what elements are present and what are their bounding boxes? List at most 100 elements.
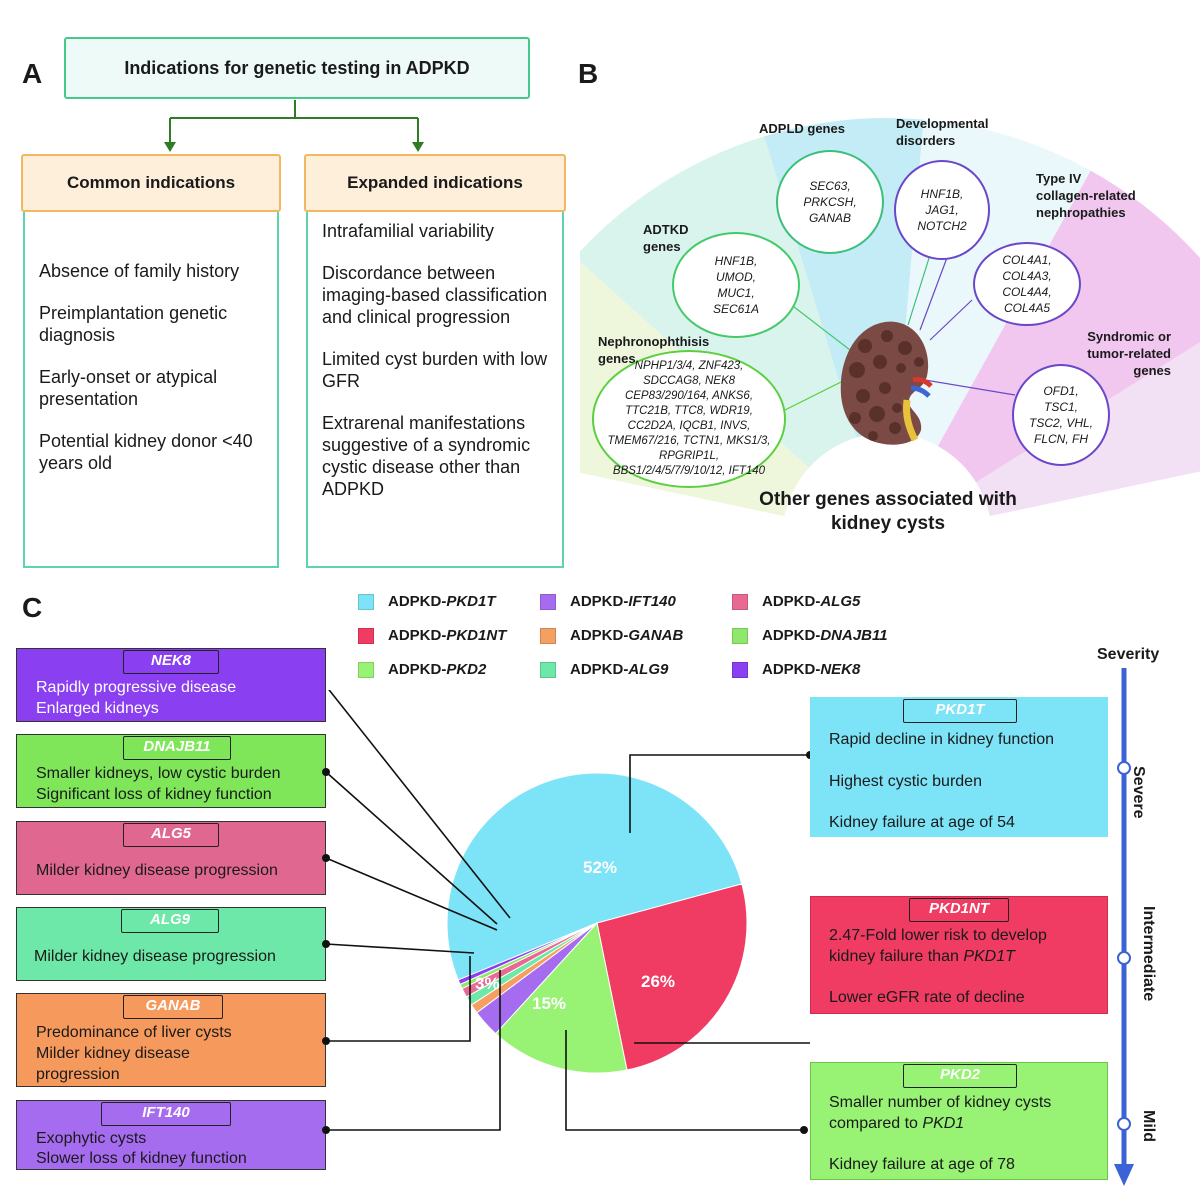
legend-gene: NEK8 [820, 661, 861, 678]
pie-label-pkd1nt: 26% [641, 972, 676, 991]
phenotype-box-nek8: NEK8 Rapidly progressive disease Enlarge… [16, 648, 326, 722]
legend-prefix: ADPKD- [388, 593, 447, 610]
legend-gene: PKD1NT [446, 627, 507, 644]
legend-swatch [540, 627, 556, 644]
phenotype-line: kidney failure than PKD1T [829, 946, 1015, 967]
phenotype-tag: ALG5 [123, 823, 219, 847]
phenotype-line: Smaller kidneys, low cystic burden [36, 765, 281, 782]
legend-item-pkd1nt: ADPKD-PKD1NT [358, 627, 506, 644]
legend-item-dnajb11: ADPKD-DNAJB11 [732, 627, 888, 644]
expanded-indication-item: Extrarenal manifestations suggestive of … [322, 413, 531, 499]
legend-prefix: ADPKD- [570, 661, 629, 678]
phenotype-tag: PKD1NT [909, 898, 1009, 922]
phenotype-box-pkd1nt: PKD1NT 2.47-Fold lower risk to develop k… [810, 896, 1108, 1014]
phenotype-line: Significant loss of kidney function [36, 786, 272, 803]
common-indication-item: Preimplantation genetic diagnosis [39, 303, 228, 345]
pie-slice-pkd1t [446, 772, 743, 981]
phenotype-text: kidney failure than [829, 948, 964, 965]
category-label-syndromic: Syndromic or tumor-related genes [1087, 329, 1171, 378]
pie-slice-nek8 [457, 922, 598, 985]
phenotype-tag: IFT140 [101, 1102, 231, 1126]
legend-prefix: ADPKD- [570, 593, 629, 610]
pie-label-pkd2: 15% [532, 994, 567, 1013]
legend-item-nek8: ADPKD-NEK8 [732, 661, 860, 678]
kidney-illustration [840, 321, 933, 445]
phenotype-line: Lower eGFR rate of decline [829, 989, 1025, 1006]
common-indications-list: Absence of family history Preimplantatio… [23, 212, 279, 568]
legend-item-pkd2: ADPKD-PKD2 [358, 661, 486, 678]
legend-prefix: ADPKD- [762, 627, 821, 644]
phenotype-tag: DNAJB11 [123, 736, 231, 760]
legend-swatch [358, 661, 374, 678]
legend-prefix: ADPKD- [388, 661, 447, 678]
panel-a-title: Indications for genetic testing in ADPKD [64, 37, 530, 99]
category-label-collagen: Type IV collagen-related nephropathies [1036, 171, 1136, 220]
gene-circle-developmental: HNF1B, JAG1, NOTCH2 [894, 160, 990, 260]
legend-prefix: ADPKD- [388, 627, 447, 644]
phenotype-line: Milder kidney disease progression [34, 948, 276, 965]
pie-slice-pkd2 [494, 921, 628, 1074]
common-indication-item: Potential kidney donor <40 years old [39, 431, 253, 473]
legend-gene: IFT140 [628, 593, 676, 610]
gene-circle-collagen: COL4A1, COL4A3, COL4A4, COL4A5 [973, 242, 1081, 326]
phenotype-gene: PKD1T [963, 948, 1015, 965]
phenotype-box-pkd1t: PKD1T Rapid decline in kidney function H… [810, 697, 1108, 837]
severity-level-severe: Severe [1130, 766, 1147, 819]
legend-gene: GANAB [628, 627, 684, 644]
phenotype-tag: NEK8 [123, 650, 219, 674]
legend-swatch [732, 661, 748, 678]
phenotype-box-alg9: ALG9 Milder kidney disease progression [16, 907, 326, 981]
phenotype-line: Enlarged kidneys [36, 700, 159, 717]
category-label-adtkd: ADTKD genes [643, 222, 689, 254]
gene-circle-syndromic: OFD1, TSC1, TSC2, VHL, FLCN, FH [1012, 364, 1110, 466]
phenotype-text: compared to [829, 1115, 923, 1132]
phenotype-line: Rapid decline in kidney function [829, 731, 1055, 748]
phenotype-line: Predominance of liver cysts [36, 1024, 232, 1041]
phenotype-box-ganab: GANAB Predominance of liver cysts Milder… [16, 993, 326, 1087]
legend-swatch [540, 593, 556, 610]
phenotype-box-alg5: ALG5 Milder kidney disease progression [16, 821, 326, 895]
legend-prefix: ADPKD- [570, 627, 629, 644]
phenotype-tag: GANAB [123, 995, 223, 1019]
phenotype-line: Slower loss of kidney function [36, 1150, 247, 1167]
gene-circle-adpld: SEC63, PRKCSH, GANAB [776, 150, 884, 254]
phenotype-gene: PKD1 [922, 1115, 965, 1132]
legend-gene: ALG5 [820, 593, 861, 610]
category-label-adpld: ADPLD genes [759, 121, 845, 136]
phenotype-line: Milder kidney disease [36, 1045, 190, 1062]
panel-letter-b: B [578, 58, 599, 89]
severity-level-intermediate: Intermediate [1140, 906, 1157, 1002]
gene-circle-nephronophthisis: NPHP1/3/4, ZNF423, SDCCAG8, NEK8 CEP83/2… [592, 350, 786, 488]
expanded-indications-list: Intrafamilial variability Discordance be… [306, 212, 564, 568]
expanded-indications-heading: Expanded indications [304, 154, 566, 212]
phenotype-line: Smaller number of kidney cysts [829, 1094, 1052, 1111]
phenotype-line: Exophytic cysts [36, 1130, 147, 1147]
phenotype-line: compared to PKD1 [829, 1113, 964, 1134]
severity-arrow [1114, 668, 1134, 1186]
phenotype-line: Rapidly progressive disease [36, 679, 237, 696]
phenotype-tag: ALG9 [121, 909, 219, 933]
panel-b-center-title: Other genes associated with kidney cysts [759, 489, 1017, 534]
legend-item-alg5: ADPKD-ALG5 [732, 593, 860, 610]
legend-item-ganab: ADPKD-GANAB [540, 627, 683, 644]
pie-label-ift140: 3% [475, 974, 500, 993]
common-indications-heading: Common indications [21, 154, 281, 212]
panel-a-connector-arrows [164, 100, 424, 152]
gene-circle-adtkd: HNF1B, UMOD, MUC1, SEC61A [672, 232, 800, 338]
expanded-indication-item: Limited cyst burden with low GFR [322, 349, 548, 391]
legend-prefix: ADPKD- [762, 593, 821, 610]
legend-gene: PKD1T [446, 593, 496, 610]
phenotype-line: Milder kidney disease progression [36, 862, 278, 879]
common-indication-item: Early-onset or atypical presentation [39, 367, 218, 409]
pie-chart [322, 690, 810, 1134]
phenotype-tag: PKD1T [903, 699, 1017, 723]
expanded-indication-item: Intrafamilial variability [322, 221, 495, 241]
connector-lines [325, 690, 810, 1131]
legend-item-ift140: ADPKD-IFT140 [540, 593, 676, 610]
category-label-developmental: Developmental disorders [896, 116, 989, 148]
phenotype-box-ift140: IFT140 Exophytic cysts Slower loss of ki… [16, 1100, 326, 1170]
phenotype-line: 2.47-Fold lower risk to develop [829, 927, 1047, 944]
pie-slice-pkd1nt [596, 883, 748, 1071]
legend-gene: PKD2 [446, 661, 487, 678]
phenotype-line: Kidney failure at age of 54 [829, 814, 1015, 831]
